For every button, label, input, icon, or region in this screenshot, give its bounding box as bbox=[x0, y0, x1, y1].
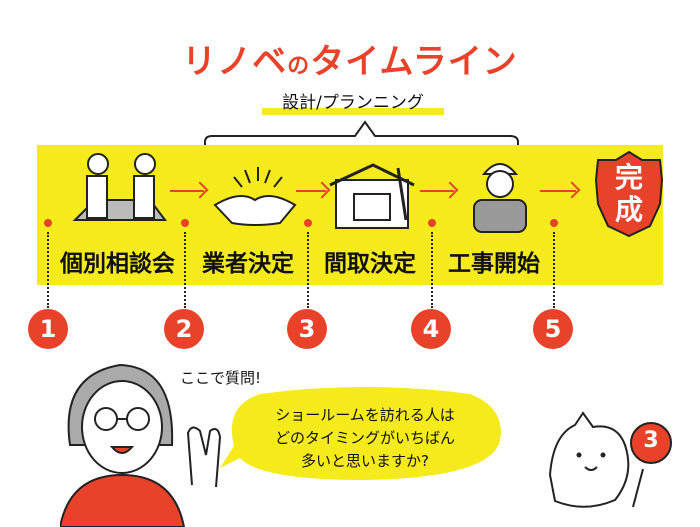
speech-bubble bbox=[220, 387, 501, 480]
step-dot-2 bbox=[181, 219, 189, 227]
step-number-5: 5 bbox=[533, 309, 573, 349]
step-dot-3 bbox=[304, 219, 312, 227]
complete-label: 完成 bbox=[614, 161, 643, 226]
step-number-4: 4 bbox=[411, 309, 451, 349]
answer-sign-number: 3 bbox=[643, 428, 659, 453]
arrow-2 bbox=[296, 190, 326, 192]
question-line-1: ショールームを訪れる人は bbox=[275, 406, 455, 424]
step-number-3: 3 bbox=[287, 309, 327, 349]
cat-illustration bbox=[548, 411, 672, 508]
worker-illustration bbox=[473, 163, 527, 233]
title-main: リノベ bbox=[182, 42, 288, 82]
page-title: リノベのタイムライン bbox=[0, 34, 700, 83]
design-phase-label: 設計/プランニング bbox=[262, 88, 444, 115]
arrow-1 bbox=[170, 190, 204, 192]
step-label-1: 個別相談会 bbox=[56, 244, 179, 278]
step-number-2: 2 bbox=[164, 309, 204, 349]
step-dot-1 bbox=[44, 219, 52, 227]
question-text: ショールームを訪れる人は どのタイミングがいちばん 多いと思いますか? bbox=[240, 404, 490, 473]
step-dot-4 bbox=[428, 219, 436, 227]
floorplan-illustration bbox=[329, 163, 415, 229]
presenter-illustration bbox=[60, 363, 222, 527]
step-line-1 bbox=[47, 232, 49, 308]
step-line-2 bbox=[184, 232, 186, 308]
consultation-illustration bbox=[72, 153, 167, 221]
step-number-1: 1 bbox=[28, 309, 68, 349]
arrow-4 bbox=[540, 190, 576, 192]
question-line-3: 多いと思いますか? bbox=[301, 452, 429, 470]
arrow-3 bbox=[420, 190, 454, 192]
step-label-2: 業者決定 bbox=[198, 244, 298, 278]
step-label-3: 間取決定 bbox=[320, 244, 420, 278]
handshake-illustration bbox=[213, 167, 297, 226]
title-tail: タイムライン bbox=[310, 42, 518, 82]
complete-badge bbox=[594, 150, 664, 238]
aside-text: ここで質問! bbox=[180, 369, 262, 387]
step-line-5 bbox=[553, 232, 555, 308]
step-label-4: 工事開始 bbox=[444, 244, 544, 278]
step-dot-5 bbox=[550, 219, 558, 227]
step-line-4 bbox=[431, 232, 433, 308]
step-line-3 bbox=[307, 232, 309, 308]
question-line-2: どのタイミングがいちばん bbox=[274, 429, 455, 447]
title-particle: の bbox=[287, 54, 311, 79]
